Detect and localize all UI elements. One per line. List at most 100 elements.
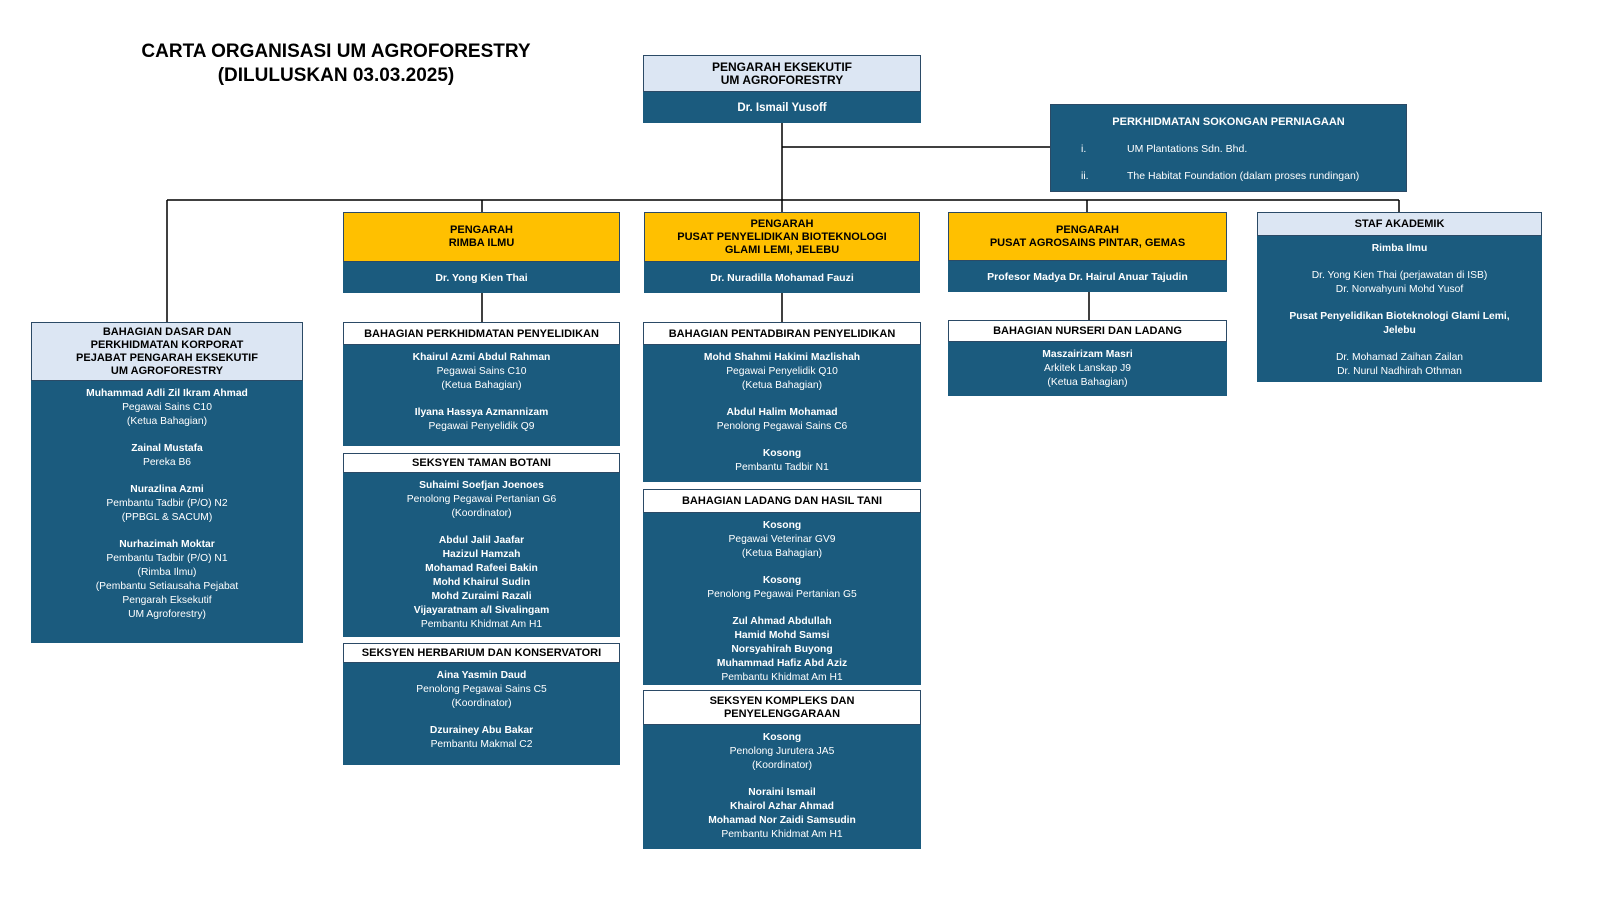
executive-director-box: PENGARAH EKSEKUTIF UM AGROFORESTRY Dr. I… xyxy=(643,55,921,123)
heading-line: SEKSYEN KOMPLEKS DAN xyxy=(709,694,855,707)
business-support-heading: PERKHIDMATAN SOKONGAN PERNIAGAAN xyxy=(1112,116,1345,128)
staff-detail: Pegawai Penyelidik Q9 xyxy=(428,421,535,432)
staff-detail: Pereka B6 xyxy=(142,457,192,468)
staff-detail: UM Agroforestry) xyxy=(128,609,206,620)
staff-detail: (Rimba Ilmu) xyxy=(137,567,197,578)
corporate-division-heading: BAHAGIAN DASAR DAN PERKHIDMATAN KORPORAT… xyxy=(31,322,303,381)
staff-detail: (Koordinator) xyxy=(751,760,813,771)
staff-detail: Pembantu Khidmat Am H1 xyxy=(420,619,543,630)
staff-name: Nurazlina Azmi xyxy=(130,484,204,495)
agro-director-box: PENGARAH PUSAT AGROSAINS PINTAR, GEMAS P… xyxy=(948,212,1227,292)
staff-detail: Pegawai Veterinar GV9 xyxy=(728,534,836,545)
staff-name: Dzurainey Abu Bakar xyxy=(429,725,534,736)
staff-detail: (Koordinator) xyxy=(451,508,512,519)
line-gap xyxy=(1257,256,1542,269)
rimba-director-heading: PENGARAH RIMBA ILMU xyxy=(343,212,620,262)
staff-detail: (Ketua Bahagian) xyxy=(1047,377,1128,388)
executive-director-name: Dr. Ismail Yusoff xyxy=(643,92,921,123)
heading-line: UM AGROFORESTRY xyxy=(720,72,844,87)
botanic-garden-section-heading: SEKSYEN TAMAN BOTANI xyxy=(343,453,620,473)
line-gap xyxy=(1257,297,1542,310)
staff-name: Khairul Azmi Abdul Rahman xyxy=(412,352,551,363)
staff-name: Pusat Penyelidikan Bioteknologi Glami Le… xyxy=(1289,311,1510,322)
business-support-numeral-2: ii. xyxy=(1081,170,1089,182)
staff-name: Kosong xyxy=(762,448,802,459)
staff-detail: (Ketua Bahagian) xyxy=(741,380,823,391)
business-support-box: PERKHIDMATAN SOKONGAN PERNIAGAAN i. UM P… xyxy=(1050,104,1407,192)
business-support-item-1: UM Plantations Sdn. Bhd. xyxy=(1127,143,1248,155)
staff-detail: (Ketua Bahagian) xyxy=(741,548,823,559)
staff-detail: Pembantu Tadbir (P/O) N2 xyxy=(106,498,228,509)
heading-line: BAHAGIAN DASAR DAN xyxy=(102,325,232,338)
agro-director-name: Profesor Madya Dr. Hairul Anuar Tajudin xyxy=(948,261,1227,292)
staff-detail: (Ketua Bahagian) xyxy=(126,416,208,427)
business-support-item-2: The Habitat Foundation (dalam proses run… xyxy=(1127,170,1360,182)
heading-line: UM AGROFORESTRY xyxy=(110,364,224,377)
line-gap xyxy=(343,393,620,406)
rimba-research-services-heading: BAHAGIAN PERKHIDMATAN PENYELIDIKAN xyxy=(343,322,620,345)
rimba-director-name: Dr. Yong Kien Thai xyxy=(343,262,620,293)
staff-name: Kosong xyxy=(762,575,802,586)
corporate-division-box: BAHAGIAN DASAR DAN PERKHIDMATAN KORPORAT… xyxy=(31,322,303,643)
line-gap xyxy=(31,525,303,538)
staff-detail: Pembantu Tadbir N1 xyxy=(735,462,829,473)
line-gap xyxy=(643,393,921,406)
rimba-director-box: PENGARAH RIMBA ILMU Dr. Yong Kien Thai xyxy=(343,212,620,293)
heading-line: PENGARAH xyxy=(1056,223,1119,236)
herbarium-section-heading: SEKSYEN HERBARIUM DAN KONSERVATORI xyxy=(343,643,620,663)
line-gap xyxy=(1257,338,1542,351)
staff-name: Noraini Ismail xyxy=(748,787,816,798)
staff-detail: Penolong Pegawai Sains C6 xyxy=(716,421,848,432)
biotech-director-name: Dr. Nuradilla Mohamad Fauzi xyxy=(644,262,920,293)
staff-detail: Arkitek Lanskap J9 xyxy=(1044,363,1131,374)
staff-detail: Pegawai Penyelidik Q10 xyxy=(726,366,838,377)
heading-line: PUSAT AGROSAINS PINTAR, GEMAS xyxy=(989,236,1186,249)
line-gap xyxy=(31,429,303,442)
heading-line: PENGARAH xyxy=(450,224,513,236)
staff-name: Maszairizam Masri xyxy=(1042,349,1133,360)
staff-detail: (PPBGL & SACUM) xyxy=(121,512,213,523)
heading-line: PUSAT PENYELIDIKAN BIOTEKNOLOGI xyxy=(677,230,887,243)
heading-line: PERKHIDMATAN KORPORAT xyxy=(90,338,244,351)
staff-detail: (Koordinator) xyxy=(451,698,512,709)
biotech-director-heading: PENGARAH PUSAT PENYELIDIKAN BIOTEKNOLOGI… xyxy=(644,212,920,262)
line-gap xyxy=(643,561,921,574)
executive-director-heading: PENGARAH EKSEKUTIF UM AGROFORESTRY xyxy=(643,55,921,92)
staff-name: Mohamad Nor Zaidi Samsudin xyxy=(708,815,856,826)
agro-director-heading: PENGARAH PUSAT AGROSAINS PINTAR, GEMAS xyxy=(948,212,1227,261)
staff-name: Mohd Zuraimi Razali xyxy=(431,591,532,602)
heading-line: PENGARAH EKSEKUTIF xyxy=(711,59,852,74)
business-support-numeral-1: i. xyxy=(1081,143,1087,155)
staff-name: Khairol Azhar Ahmad xyxy=(730,801,834,812)
heading-line: RIMBA ILMU xyxy=(448,237,515,249)
staff-name: Nurhazimah Moktar xyxy=(119,539,215,550)
staff-detail: Dr. Yong Kien Thai (perjawatan di ISB) xyxy=(1311,270,1488,281)
research-admin-division-box: BAHAGIAN PENTADBIRAN PENYELIDIKAN Mohd S… xyxy=(643,322,921,482)
line-gap xyxy=(643,773,921,786)
staff-name: Hamid Mohd Samsi xyxy=(734,630,830,641)
line-gap xyxy=(343,711,620,724)
heading-line: PENYELENGGARAAN xyxy=(723,707,841,720)
staff-name: Jelebu xyxy=(1383,325,1416,336)
staff-name: Abdul Jalil Jaafar xyxy=(438,535,525,546)
staff-detail: (Pembantu Setiausaha Pejabat xyxy=(95,581,239,592)
staff-detail: Penolong Pegawai Sains C5 xyxy=(416,684,547,695)
staff-detail: Dr. Norwahyuni Mohd Yusof xyxy=(1335,284,1464,295)
staff-detail: Dr. Mohamad Zaihan Zailan xyxy=(1335,352,1464,363)
staff-detail: Penolong Pegawai Pertanian G5 xyxy=(707,589,857,600)
staff-name: Kosong xyxy=(762,520,802,531)
heading-line: PENGARAH xyxy=(750,217,814,230)
staff-name: Aina Yasmin Daud xyxy=(436,670,527,681)
farm-produce-division-heading: BAHAGIAN LADANG DAN HASIL TANI xyxy=(643,489,921,513)
research-admin-division-heading: BAHAGIAN PENTADBIRAN PENYELIDIKAN xyxy=(643,322,921,345)
staff-name: Mohd Khairul Sudin xyxy=(432,577,531,588)
